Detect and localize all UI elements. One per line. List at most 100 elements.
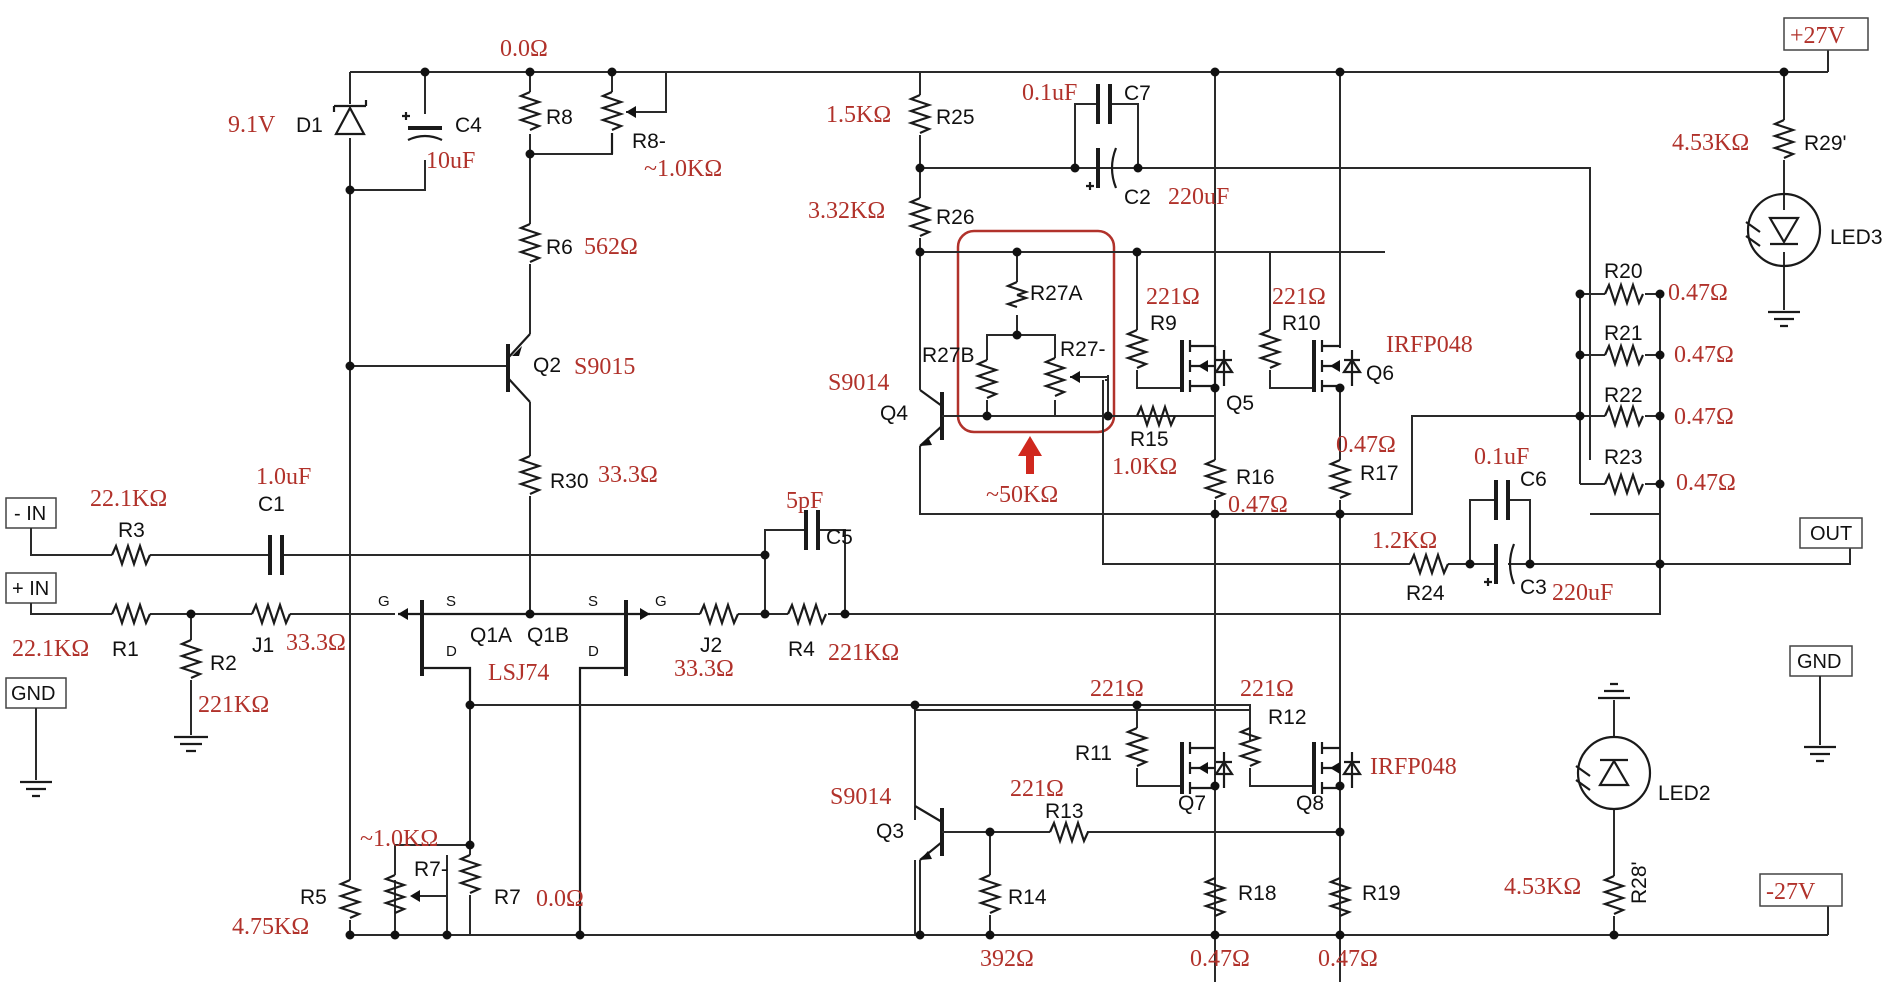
- ref-r8m: R8-: [632, 130, 666, 153]
- pin-q1a-d: D: [446, 643, 457, 660]
- resistor-r3: [110, 542, 152, 568]
- value-r7: 0.0Ω: [536, 886, 584, 912]
- capacitor-c6: [1494, 480, 1510, 520]
- gnd-right-terminal[interactable]: [1789, 645, 1853, 677]
- value-r23: 0.47Ω: [1676, 470, 1736, 496]
- ref-r22: R22: [1604, 384, 1643, 407]
- value-d1: 9.1V: [228, 112, 276, 138]
- ref-r27m: R27-: [1060, 338, 1106, 361]
- value-r9: 221Ω: [1146, 284, 1200, 310]
- ground-led3: [1768, 310, 1800, 328]
- minus27-label: -27V: [1766, 879, 1816, 905]
- gnd-right-label: GND: [1797, 651, 1841, 673]
- resistor-r2: [178, 638, 204, 680]
- pin-q1a-g: G: [378, 593, 390, 610]
- value-q2: S9015: [574, 354, 635, 380]
- bias-adjust-highlight: [956, 229, 1116, 434]
- value-r12: 221Ω: [1240, 676, 1294, 702]
- pin-q1b-g: G: [655, 593, 667, 610]
- ref-r12: R12: [1268, 706, 1307, 729]
- value-r8: 0.0Ω: [500, 36, 548, 62]
- resistor-r14: [977, 873, 1003, 915]
- resistor-r17: [1327, 458, 1353, 500]
- plus-in-terminal[interactable]: [5, 572, 57, 604]
- pin-q1b-d: D: [588, 643, 599, 660]
- ref-r1: R1: [112, 638, 139, 661]
- resistor-r26: [907, 196, 933, 238]
- value-q56: IRFP048: [1386, 332, 1473, 358]
- ref-q7: Q7: [1178, 792, 1206, 815]
- led3: [1745, 192, 1822, 268]
- r8m-wiper-wire: [626, 72, 667, 113]
- jfet-q1b: [530, 600, 650, 935]
- ref-r21: R21: [1604, 322, 1643, 345]
- value-r29: 4.53KΩ: [1672, 130, 1749, 156]
- gnd-left-terminal[interactable]: [5, 677, 67, 709]
- resistor-r9: [1124, 328, 1150, 370]
- out-terminal[interactable]: [1799, 517, 1863, 549]
- resistor-r1: [110, 601, 152, 627]
- potentiometer-r27m: [1042, 356, 1068, 398]
- ref-r27a: R27A: [1030, 282, 1083, 305]
- c7-wires: [1074, 103, 1139, 168]
- d1-c4-wires: [349, 72, 508, 880]
- jfet-q1a: [398, 600, 530, 705]
- resistor-r4: [786, 601, 828, 627]
- value-r25: 1.5KΩ: [826, 102, 891, 128]
- resistor-r11: [1124, 726, 1150, 768]
- value-r6: 562Ω: [584, 234, 638, 260]
- value-r18: 0.47Ω: [1190, 946, 1250, 972]
- transistor-q2: [506, 333, 531, 403]
- value-r14: 392Ω: [980, 946, 1034, 972]
- capacitor-c5: [804, 510, 820, 550]
- resistor-r27b: [974, 358, 1000, 400]
- value-r21: 0.47Ω: [1674, 342, 1734, 368]
- ref-r3: R3: [118, 519, 145, 542]
- transistor-q3: [914, 805, 944, 861]
- ref-q1b: Q1B: [527, 624, 569, 647]
- r7-wires: [349, 705, 471, 935]
- resistor-r6: [517, 222, 543, 264]
- ref-r29: R29': [1804, 132, 1847, 155]
- ref-led3: LED3: [1830, 226, 1883, 249]
- capacitor-c2: [1086, 147, 1118, 190]
- resistor-r13: [1048, 819, 1090, 845]
- resistor-r5: [337, 878, 363, 920]
- value-j1: 33.3Ω: [286, 630, 346, 656]
- value-c7: 0.1uF: [1022, 80, 1077, 106]
- resistor-r24: [1408, 551, 1450, 577]
- pin-q1b-s: S: [588, 593, 598, 610]
- r20-r23-wires: [1579, 293, 1661, 614]
- ref-j1: J1: [252, 634, 274, 657]
- ref-r14: R14: [1008, 886, 1047, 909]
- ref-q6: Q6: [1366, 362, 1394, 385]
- value-r26: 3.32KΩ: [808, 198, 885, 224]
- value-r22: 0.47Ω: [1674, 404, 1734, 430]
- ground-led2: [1598, 682, 1630, 700]
- ground-r2: [174, 735, 208, 753]
- ref-r30: R30: [550, 470, 589, 493]
- mosfet-q5: [1180, 340, 1235, 392]
- minus27-terminal[interactable]: [1759, 873, 1843, 907]
- resistor-r22: [1603, 403, 1645, 429]
- resistor-r25: [907, 93, 933, 135]
- minus-in-wire: [30, 528, 846, 614]
- plus27-terminal[interactable]: [1783, 17, 1869, 51]
- ref-r19: R19: [1362, 882, 1401, 905]
- value-r20: 0.47Ω: [1668, 280, 1728, 306]
- resistor-r16: [1202, 458, 1228, 500]
- r9-wires: [1136, 72, 1216, 982]
- minus-in-label: - IN: [14, 503, 46, 525]
- r10-wires: [1269, 72, 1341, 982]
- ref-q3: Q3: [876, 820, 904, 843]
- ref-r23: R23: [1604, 446, 1643, 469]
- minus-in-terminal[interactable]: [5, 497, 57, 529]
- q3-wires: [919, 831, 1340, 935]
- capacitor-c3: [1484, 543, 1516, 586]
- ref-q2: Q2: [533, 354, 561, 377]
- ref-r6: R6: [546, 236, 573, 259]
- ref-r18: R18: [1238, 882, 1277, 905]
- value-r2: 221KΩ: [198, 692, 269, 718]
- potentiometer-r7m: [382, 873, 408, 915]
